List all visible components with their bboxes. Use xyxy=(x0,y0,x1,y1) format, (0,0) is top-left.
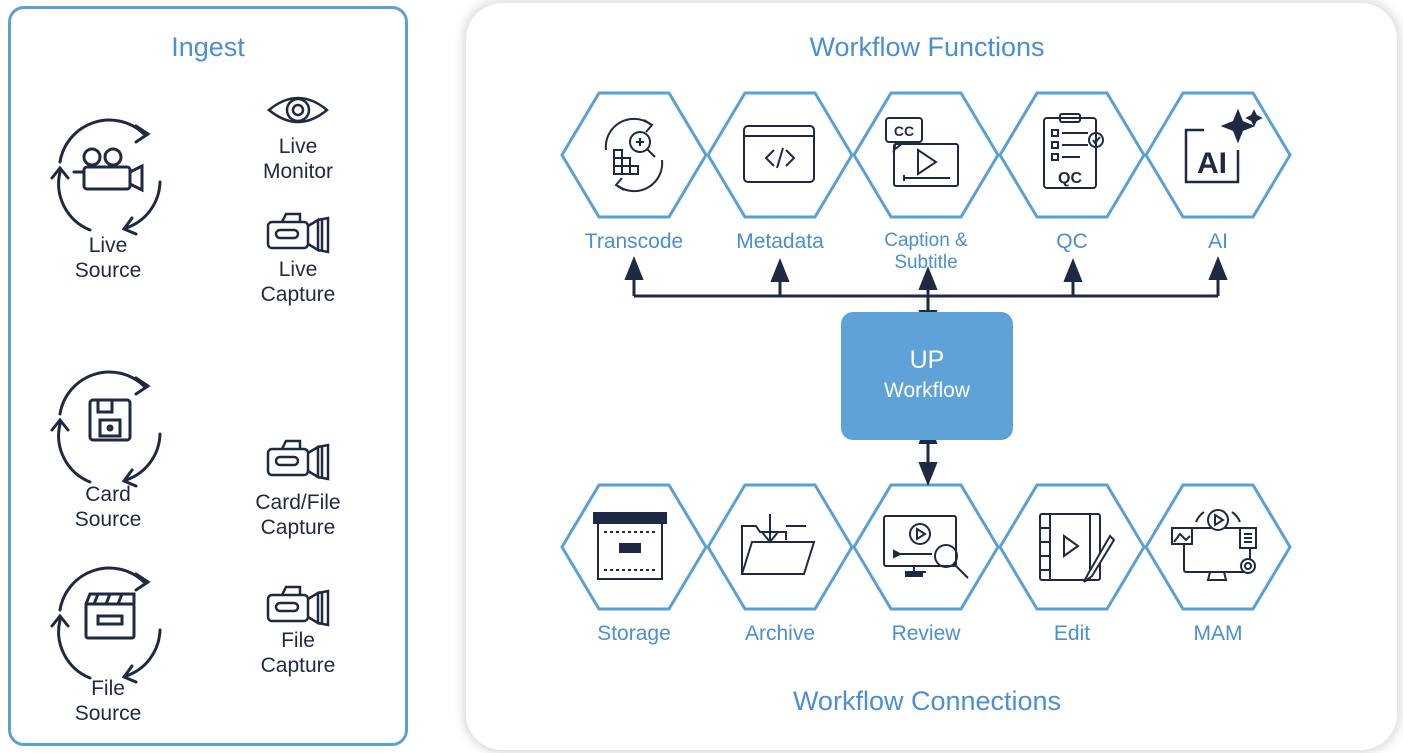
mam-label: MAM xyxy=(1193,622,1243,645)
ingest-panel xyxy=(8,6,408,746)
metadata-icon xyxy=(743,125,815,183)
file-source-icon xyxy=(50,566,162,684)
edit-hex xyxy=(998,483,1146,611)
ai-icon-text: AI xyxy=(1197,147,1227,180)
video-camera-icon xyxy=(266,439,330,481)
up-workflow-line2: Workflow xyxy=(884,379,970,402)
storage-label: Storage xyxy=(597,622,671,645)
caption-cc-text: CC xyxy=(894,123,914,139)
caption-icon xyxy=(885,117,959,187)
up-workflow-box: UP Workflow xyxy=(841,312,1013,440)
transcode-label: Transcode xyxy=(584,230,684,253)
video-camera-icon xyxy=(266,585,330,627)
archive-hex xyxy=(706,483,854,611)
archive-label: Archive xyxy=(744,622,816,645)
workflow-connections-title: Workflow Connections xyxy=(792,686,1062,716)
up-workflow-line1: UP xyxy=(909,346,945,374)
eye-icon xyxy=(267,96,329,124)
ai-label: AI xyxy=(1208,230,1228,253)
live-source-icon xyxy=(50,118,162,236)
caption-subtitle-label: Caption &Subtitle xyxy=(884,230,968,273)
transcode-hex xyxy=(560,91,708,219)
archive-icon xyxy=(740,514,816,575)
review-icon xyxy=(883,515,969,579)
mam-icon xyxy=(1171,509,1257,581)
qc-icon-text: QC xyxy=(1058,170,1082,187)
video-camera-icon xyxy=(266,212,330,254)
qc-label: QC xyxy=(1056,230,1088,253)
storage-icon xyxy=(593,512,667,580)
edit-label: Edit xyxy=(1053,622,1091,645)
ai-icon xyxy=(1184,108,1263,184)
ingest-title: Ingest xyxy=(171,32,245,62)
workflow-functions-title: Workflow Functions xyxy=(809,32,1045,62)
card-source-icon xyxy=(50,370,162,488)
review-label: Review xyxy=(891,622,961,645)
mam-hex xyxy=(1144,483,1292,611)
review-hex xyxy=(852,483,1000,611)
edit-icon xyxy=(1039,513,1116,583)
transcode-icon xyxy=(604,117,664,193)
qc-hex xyxy=(998,91,1146,219)
metadata-label: Metadata xyxy=(736,230,824,253)
qc-icon xyxy=(1043,113,1104,189)
